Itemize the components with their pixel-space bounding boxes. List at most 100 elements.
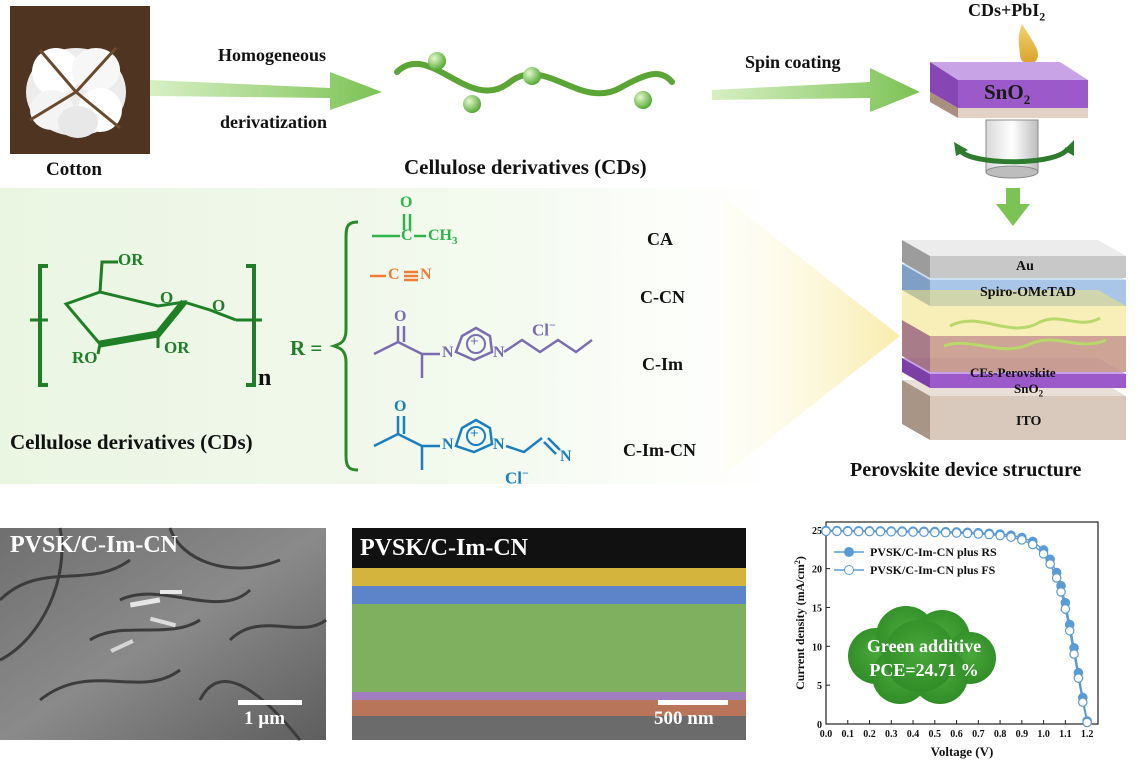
drop-label: CDs+PbI2 — [968, 0, 1046, 24]
cim-n1: N — [442, 344, 454, 361]
sem1-label: PVSK/C-Im-CN — [10, 532, 178, 558]
scale-bar-2 — [658, 700, 728, 705]
series-point-1 — [886, 526, 897, 537]
layer-sno2: SnO2 — [1014, 381, 1044, 399]
step2-label: Spin coating — [745, 52, 841, 72]
cimcn-n1: N — [442, 436, 454, 453]
series-point-1 — [919, 527, 929, 538]
series-point-1 — [984, 529, 994, 540]
series-point-1 — [995, 530, 1005, 541]
legend-label-1: PVSK/C-Im-CN plus FS — [870, 563, 996, 577]
sno2-label: SnO2 — [984, 80, 1031, 108]
series-point-1 — [853, 526, 864, 537]
series-point-1 — [1064, 625, 1075, 636]
cimcn-plus: + — [470, 426, 479, 442]
spin-coater-icon — [930, 24, 1088, 179]
x-tick-label: 1.1 — [1059, 729, 1072, 740]
series-point-1 — [864, 526, 875, 537]
series-point-1 — [875, 526, 886, 537]
ccn-fragment — [370, 270, 418, 282]
series-point-1 — [1060, 604, 1071, 614]
x-tick-label: 0.9 — [1016, 729, 1029, 740]
layer-perovskite: CEs-Perovskite — [970, 365, 1056, 380]
sem-image-cross-section — [352, 528, 746, 740]
ca-o: O — [400, 194, 413, 211]
x-tick-label: 0.0 — [820, 729, 833, 740]
series-point-1 — [951, 528, 962, 538]
series-point-1 — [1038, 549, 1049, 559]
series-point-1 — [897, 527, 907, 537]
cimcn-cl: Cl− — [505, 466, 529, 488]
cds-caption: Cellulose derivatives (CDs) — [10, 430, 253, 454]
x-tick-label: 1.0 — [1037, 729, 1050, 740]
series-point-1 — [973, 529, 984, 539]
arrow-derivatization — [150, 72, 382, 110]
x-tick-label: 0.8 — [994, 729, 1007, 740]
cim-n2: N — [493, 344, 505, 361]
x-axis-label: Voltage (V) — [931, 744, 994, 759]
series-point-1 — [1073, 673, 1084, 683]
x-tick-label: 0.6 — [950, 729, 963, 740]
repeat-n: n — [258, 365, 272, 391]
layer-spiro: Spiro-OMeTAD — [980, 285, 1076, 300]
x-tick-label: 0.3 — [885, 729, 898, 740]
cim-plus: + — [470, 334, 479, 350]
x-tick-label: 0.2 — [863, 729, 876, 740]
cellulose-structure — [30, 260, 262, 387]
legend-label-0: PVSK/C-Im-CN plus RS — [870, 545, 997, 559]
series-point-1 — [929, 527, 940, 538]
ca-c: C — [401, 227, 413, 244]
x-tick-label: 0.7 — [972, 729, 985, 740]
series-point-1 — [1077, 697, 1088, 708]
ca-ch3: CH3 — [428, 227, 458, 248]
r-equals: R = — [290, 336, 323, 360]
sem2-label: PVSK/C-Im-CN — [360, 535, 528, 561]
x-tick-label: 0.5 — [929, 729, 942, 740]
x-tick-label: 1.2 — [1081, 729, 1094, 740]
y-tick-label: 5 — [817, 681, 822, 692]
cim-o: O — [394, 308, 407, 325]
sem-image-topview — [0, 527, 327, 741]
step1-line1: Homogeneous — [218, 45, 326, 65]
series-point-1 — [1027, 539, 1038, 550]
series-point-1 — [1017, 535, 1027, 545]
y-tick-label: 10 — [812, 642, 822, 653]
sem2-scale: 500 nm — [654, 708, 714, 729]
layer-au: Au — [1016, 259, 1034, 274]
series-point-1 — [940, 527, 951, 538]
series-point-1 — [1069, 649, 1079, 659]
cim-fragment — [373, 326, 593, 378]
or-right-label: OR — [164, 338, 190, 357]
cloud-blob — [884, 620, 956, 692]
series-point-1 — [1082, 717, 1092, 728]
step1-line2: derivatization — [220, 112, 327, 132]
series-point-1 — [832, 526, 842, 537]
series-point-1 — [1006, 532, 1016, 542]
ring-o-label: O — [160, 288, 174, 307]
or-top-label: OR — [118, 250, 144, 269]
scale-bar-1 — [238, 700, 302, 705]
ca-fragment — [372, 214, 426, 238]
r-brace — [329, 220, 359, 472]
cim-cl: Cl− — [532, 318, 556, 340]
layer-ito: ITO — [1016, 414, 1042, 429]
ccn-n: N — [420, 266, 432, 283]
y-tick-label: 0 — [817, 720, 822, 731]
y-axis-label: Current density (mA/cm2) — [793, 556, 808, 690]
cimcn-n2: N — [493, 436, 505, 453]
ro-label: RO — [72, 348, 98, 367]
series-point-1 — [842, 526, 853, 537]
series-point-1 — [1045, 559, 1055, 569]
arrow-spin-coating — [712, 68, 920, 112]
sem1-scale: 1 µm — [244, 708, 286, 729]
sub-cimcn: C-Im-CN — [623, 440, 696, 460]
sub-ca: CA — [647, 229, 673, 249]
sub-cim: C-Im — [642, 354, 683, 374]
ccn-c: C — [388, 266, 400, 283]
device-stack — [902, 240, 1126, 440]
cotton-photo — [10, 6, 150, 154]
cds-label: Cellulose derivatives (CDs) — [404, 155, 647, 179]
sub-ccn: C-CN — [640, 287, 685, 307]
